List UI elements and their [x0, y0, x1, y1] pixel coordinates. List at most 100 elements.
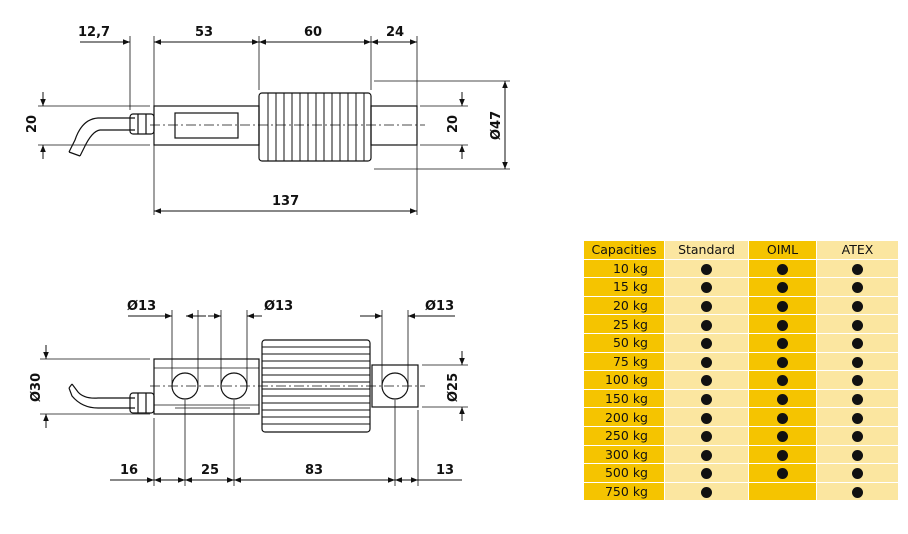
availability-dot-icon	[777, 338, 788, 350]
standard-cell	[664, 295, 749, 316]
capacity-cell: 20 kg	[583, 295, 665, 316]
availability-dot-icon	[777, 282, 788, 294]
availability-dot-icon	[701, 338, 712, 350]
atex-cell	[816, 407, 899, 427]
capacity-cell: 100 kg	[583, 370, 665, 390]
capacity-cell: 150 kg	[583, 388, 665, 409]
atex-cell	[816, 388, 899, 409]
standard-cell	[664, 332, 749, 353]
oiml-cell	[748, 425, 817, 446]
bottom-cable-gland	[129, 392, 155, 414]
availability-dot-icon	[852, 487, 863, 499]
header-atex: ATEX	[816, 240, 899, 260]
dim-83: 83	[305, 463, 323, 478]
dim-hole-3: Ø13	[425, 299, 454, 314]
table-row: 100 kg	[583, 370, 899, 390]
availability-dot-icon	[852, 319, 863, 331]
table-row: 150 kg	[583, 388, 899, 409]
availability-dot-icon	[852, 412, 863, 424]
availability-dot-icon	[852, 394, 863, 406]
availability-dot-icon	[701, 487, 712, 499]
availability-dot-icon	[701, 263, 712, 275]
dim-16: 16	[120, 463, 138, 478]
dim-total-length: 137	[272, 194, 299, 209]
atex-cell	[816, 481, 899, 502]
standard-cell	[664, 258, 749, 279]
availability-dot-icon	[777, 412, 788, 424]
dim-body-length: 53	[195, 25, 213, 40]
availability-dot-icon	[852, 356, 863, 368]
capacity-cell: 250 kg	[583, 425, 665, 446]
availability-dot-icon	[777, 468, 788, 480]
oiml-cell	[748, 258, 817, 279]
availability-dot-icon	[701, 412, 712, 424]
capacity-cell: 750 kg	[583, 481, 665, 502]
oiml-cell	[748, 370, 817, 390]
table-row: 250 kg	[583, 425, 899, 446]
table-row: 75 kg	[583, 351, 899, 372]
table-row: 750 kg	[583, 481, 899, 502]
capacity-cell: 300 kg	[583, 444, 665, 465]
table-row: 25 kg	[583, 314, 899, 334]
availability-dot-icon	[852, 431, 863, 443]
table-row: 15 kg	[583, 277, 899, 297]
top-cable	[68, 117, 135, 153]
oiml-cell	[748, 444, 817, 465]
availability-dot-icon	[777, 356, 788, 368]
availability-dot-icon	[701, 375, 712, 387]
top-cable-gland	[129, 113, 155, 135]
top-end-shaft	[370, 105, 418, 146]
atex-cell	[816, 332, 899, 353]
dim-25: 25	[201, 463, 219, 478]
availability-dot-icon	[701, 394, 712, 406]
table-row: 50 kg	[583, 332, 899, 353]
availability-dot-icon	[777, 319, 788, 331]
availability-dot-icon	[701, 468, 712, 480]
top-pocket	[174, 112, 239, 139]
standard-cell	[664, 407, 749, 427]
availability-dot-icon	[777, 301, 788, 313]
atex-cell	[816, 258, 899, 279]
dim-hole-2: Ø13	[264, 299, 293, 314]
standard-cell	[664, 277, 749, 297]
oiml-cell	[748, 314, 817, 334]
dim-diameter-right: Ø25	[446, 373, 461, 402]
dim-diameter-left: Ø30	[29, 373, 44, 402]
standard-cell	[664, 425, 749, 446]
availability-dot-icon	[852, 338, 863, 350]
standard-cell	[664, 463, 749, 483]
oiml-cell	[748, 407, 817, 427]
table-row: 10 kg	[583, 258, 899, 279]
header-standard: Standard	[664, 240, 749, 260]
dim-cable-offset: 12,7	[78, 25, 110, 40]
table-row: 200 kg	[583, 407, 899, 427]
atex-cell	[816, 370, 899, 390]
oiml-cell	[748, 388, 817, 409]
availability-dot-icon	[852, 468, 863, 480]
standard-cell	[664, 388, 749, 409]
dim-bellows-length: 60	[304, 25, 322, 40]
availability-dot-icon	[777, 375, 788, 387]
dim-13: 13	[436, 463, 454, 478]
atex-cell	[816, 295, 899, 316]
availability-dot-icon	[701, 301, 712, 313]
atex-cell	[816, 444, 899, 465]
atex-cell	[816, 277, 899, 297]
availability-dot-icon	[777, 394, 788, 406]
dim-hole-1: Ø13	[127, 299, 156, 314]
availability-dot-icon	[852, 282, 863, 294]
oiml-cell	[748, 295, 817, 316]
top-view	[38, 36, 510, 215]
availability-dot-icon	[777, 263, 788, 275]
oiml-cell	[748, 332, 817, 353]
table-row: 500 kg	[583, 463, 899, 483]
standard-cell	[664, 370, 749, 390]
oiml-cell	[748, 463, 817, 483]
oiml-cell	[748, 351, 817, 372]
availability-dot-icon	[701, 282, 712, 294]
capacity-cell: 75 kg	[583, 351, 665, 372]
bottom-body	[153, 358, 260, 415]
capacity-cell: 10 kg	[583, 258, 665, 279]
capacity-cell: 50 kg	[583, 332, 665, 353]
capacity-cell: 15 kg	[583, 277, 665, 297]
